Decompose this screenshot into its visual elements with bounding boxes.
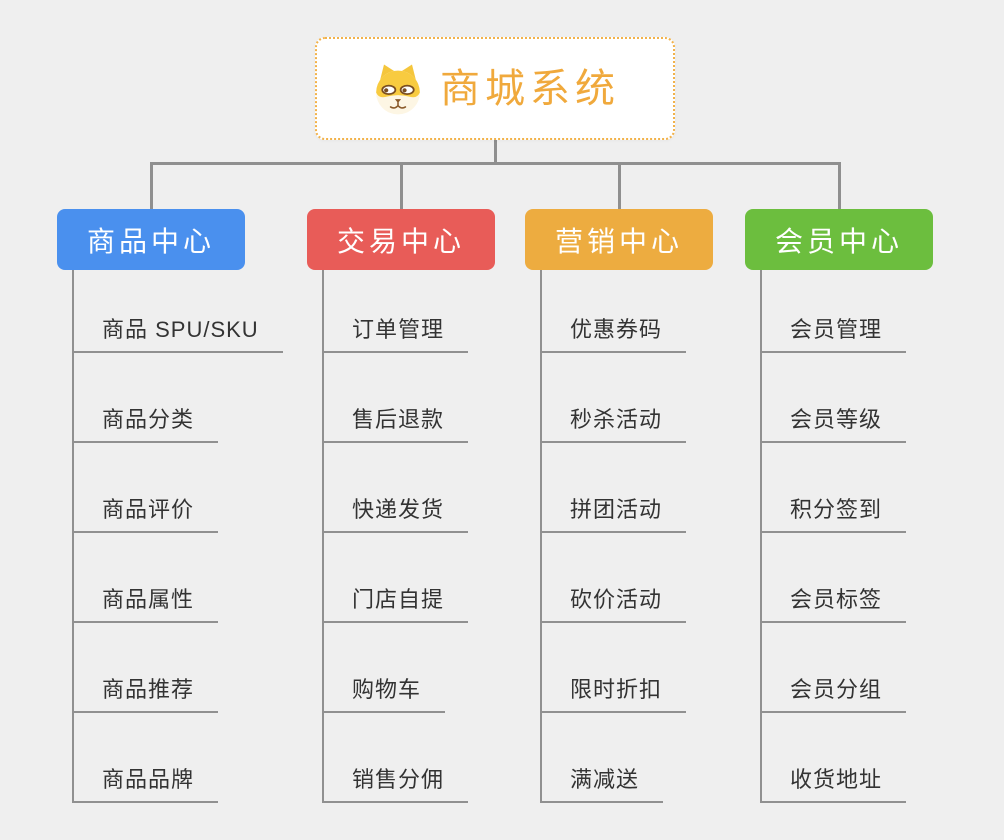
leaf-topic[interactable]: 会员分组 [760, 676, 907, 713]
connector-root-drop [494, 140, 497, 163]
leaf-topic[interactable]: 优惠券码 [540, 316, 687, 353]
list-item: 限时折扣 [540, 623, 687, 713]
leaf-topic[interactable]: 会员标签 [760, 586, 907, 623]
list-item: 商品推荐 [72, 623, 283, 713]
list-item: 销售分佣 [322, 713, 469, 803]
branch-children-product-center: 商品 SPU/SKU 商品分类 商品评价 商品属性 商品推荐 商品品牌 [72, 263, 283, 803]
list-item: 优惠券码 [540, 263, 687, 353]
branch-spine-product-center [72, 270, 74, 803]
leaf-topic[interactable]: 收货地址 [760, 766, 907, 803]
connector-drop-branch-products [150, 162, 153, 210]
list-item: 商品评价 [72, 443, 283, 533]
dog-face-icon [376, 64, 420, 114]
list-item: 满减送 [540, 713, 686, 803]
root-topic-label: 商城系统 [440, 66, 620, 111]
branch-topic-member-center[interactable]: 会员中心 [745, 209, 933, 270]
list-item: 商品 SPU/SKU [72, 263, 283, 353]
branch-topic-label: 会员中心 [774, 225, 903, 257]
list-item: 会员管理 [760, 263, 907, 353]
branch-children-trade-center: 订单管理 售后退款 快递发货 门店自提 购物车 销售分佣 [322, 263, 469, 803]
list-item: 砍价活动 [540, 533, 687, 623]
list-item: 售后退款 [322, 353, 469, 443]
leaf-topic[interactable]: 商品评价 [72, 496, 219, 533]
leaf-topic[interactable]: 满减送 [540, 766, 664, 803]
list-item: 商品分类 [72, 353, 283, 443]
list-item: 商品属性 [72, 533, 283, 623]
leaf-topic[interactable]: 购物车 [322, 676, 446, 713]
leaf-topic[interactable]: 砍价活动 [540, 586, 687, 623]
branch-topic-label: 营销中心 [554, 225, 683, 257]
list-item: 积分签到 [760, 443, 907, 533]
leaf-topic[interactable]: 售后退款 [322, 406, 469, 443]
leaf-topic[interactable]: 商品分类 [72, 406, 219, 443]
root-topic-mall-system[interactable]: 商城系统 [315, 37, 675, 140]
branch-spine-trade-center [322, 270, 324, 803]
branch-topic-label: 交易中心 [336, 225, 465, 257]
leaf-topic[interactable]: 快递发货 [322, 496, 469, 533]
leaf-topic[interactable]: 商品品牌 [72, 766, 219, 803]
leaf-topic[interactable]: 门店自提 [322, 586, 469, 623]
branch-children-marketing-center: 优惠券码 秒杀活动 拼团活动 砍价活动 限时折扣 满减送 [540, 263, 687, 803]
leaf-topic[interactable]: 商品推荐 [72, 676, 219, 713]
connector-drop-branch-trade [400, 162, 403, 210]
leaf-topic[interactable]: 积分签到 [760, 496, 907, 533]
leaf-topic[interactable]: 拼团活动 [540, 496, 687, 533]
list-item: 门店自提 [322, 533, 469, 623]
leaf-topic[interactable]: 商品 SPU/SKU [72, 316, 283, 353]
list-item: 快递发货 [322, 443, 469, 533]
connector-drop-branch-members [838, 162, 841, 210]
branch-topic-product-center[interactable]: 商品中心 [57, 209, 245, 270]
list-item: 拼团活动 [540, 443, 687, 533]
leaf-topic[interactable]: 会员等级 [760, 406, 907, 443]
leaf-topic[interactable]: 会员管理 [760, 316, 907, 353]
list-item: 购物车 [322, 623, 468, 713]
branch-spine-member-center [760, 270, 762, 803]
list-item: 订单管理 [322, 263, 469, 353]
list-item: 秒杀活动 [540, 353, 687, 443]
leaf-topic[interactable]: 秒杀活动 [540, 406, 687, 443]
list-item: 收货地址 [760, 713, 907, 803]
branch-children-member-center: 会员管理 会员等级 积分签到 会员标签 会员分组 收货地址 [760, 263, 907, 803]
leaf-topic[interactable]: 销售分佣 [322, 766, 469, 803]
list-item: 会员分组 [760, 623, 907, 713]
leaf-topic[interactable]: 订单管理 [322, 316, 469, 353]
leaf-topic[interactable]: 商品属性 [72, 586, 219, 623]
branch-topic-marketing-center[interactable]: 营销中心 [525, 209, 713, 270]
branch-topic-label: 商品中心 [86, 225, 215, 257]
leaf-topic[interactable]: 限时折扣 [540, 676, 687, 713]
branch-topic-trade-center[interactable]: 交易中心 [307, 209, 495, 270]
list-item: 商品品牌 [72, 713, 283, 803]
connector-drop-branch-marketing [618, 162, 621, 210]
branch-spine-marketing-center [540, 270, 542, 803]
list-item: 会员标签 [760, 533, 907, 623]
connector-horizontal [150, 162, 841, 165]
list-item: 会员等级 [760, 353, 907, 443]
